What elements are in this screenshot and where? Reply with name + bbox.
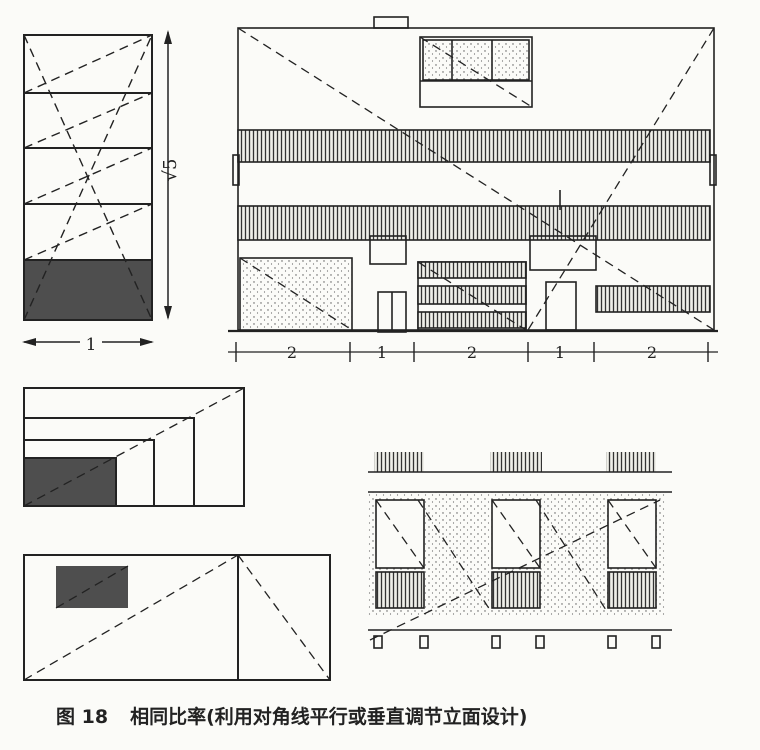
window-band-1 (237, 129, 711, 163)
module-labels: 2 1 2 1 2 (287, 343, 657, 362)
roof-vent (373, 16, 409, 29)
window-band-2 (237, 205, 711, 241)
diagonals (23, 554, 331, 681)
window-unit (491, 499, 541, 609)
ground-right-band (595, 285, 711, 313)
diagonals (23, 34, 153, 321)
window-unit (375, 499, 425, 609)
nested-rectangles-diagram (23, 387, 245, 507)
shaded-rectangle (56, 566, 128, 608)
root5-rectangle-diagram (22, 30, 172, 346)
outer-rectangle (23, 387, 245, 507)
module-label: 1 (555, 343, 565, 362)
root5-rectangle (23, 34, 153, 321)
caption-text: 相同比率(利用对角线平行或垂直调节立面设计) (130, 706, 528, 728)
figure-caption: 图 18 相同比率(利用对角线平行或垂直调节立面设计) (56, 702, 736, 729)
shaded-square (24, 260, 152, 320)
module-label: 2 (467, 343, 477, 362)
window-facade-detail (368, 452, 672, 649)
window-unit (607, 499, 657, 609)
root5-label: √5 (160, 159, 181, 182)
module-label: 2 (287, 343, 297, 362)
canopy (369, 235, 407, 265)
diagonal (23, 387, 245, 507)
facade-elevation (228, 16, 718, 362)
figure-number: 图 18 (56, 706, 109, 728)
regulating-diagonals (237, 27, 715, 331)
module-label: 2 (647, 343, 657, 362)
rectangle-square-diagram (23, 554, 331, 681)
unit-width-label: 1 (86, 335, 97, 355)
module-label: 1 (377, 343, 387, 362)
entrance-canopy (529, 235, 597, 271)
upper-window (419, 36, 533, 108)
regulating-diagonals (369, 499, 661, 641)
outer-rectangle (23, 554, 331, 681)
entrance-door (545, 281, 577, 331)
